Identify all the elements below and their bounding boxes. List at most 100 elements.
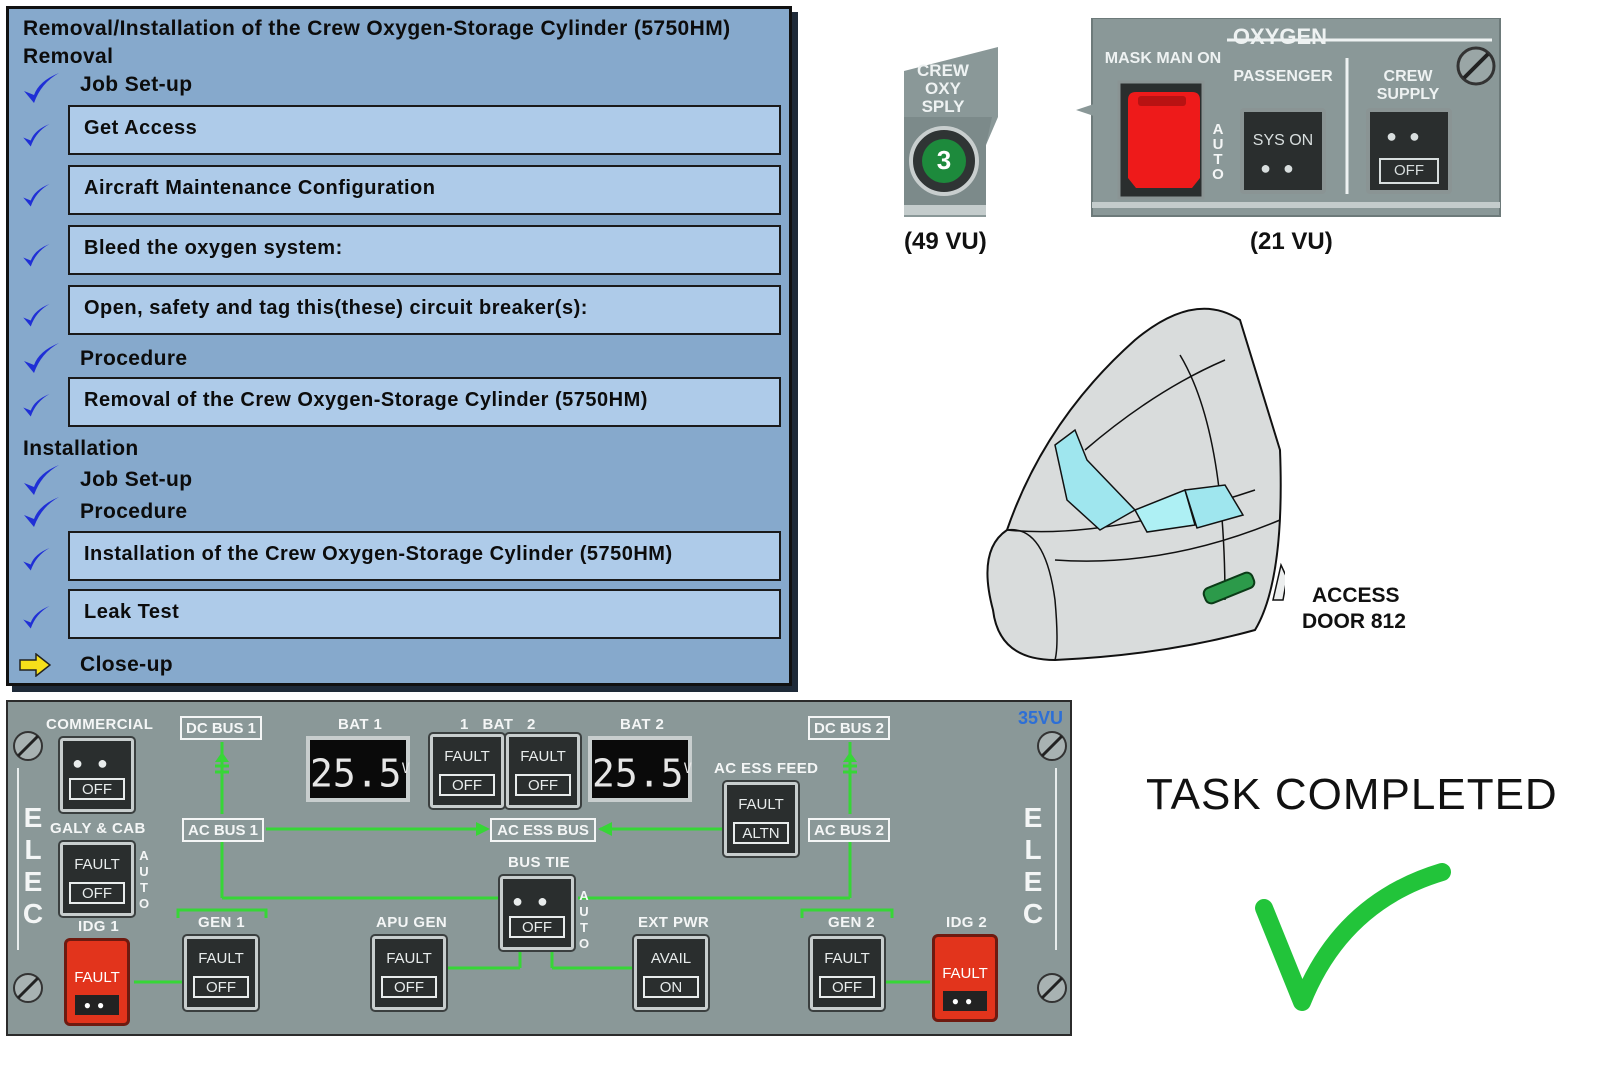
gen2-button[interactable]: FAULT OFF	[810, 936, 884, 1010]
bat1-voltage-value: 25.5	[310, 751, 402, 796]
idg2-label: IDG 2	[946, 914, 988, 931]
check-icon	[23, 244, 50, 267]
commercial-button[interactable]: ●● OFF	[60, 738, 134, 812]
bat2-off-label: OFF	[515, 774, 571, 796]
bat1-voltage-unit: V	[401, 761, 410, 777]
ac-ess-feed-label: AC ESS FEED	[714, 760, 819, 777]
oxygen-title: OXYGEN	[1232, 24, 1328, 49]
galy-cab-button[interactable]: FAULT OFF	[60, 842, 134, 916]
step-leak-test[interactable]: Leak Test	[68, 589, 781, 639]
apu-gen-button[interactable]: FAULT OFF	[372, 936, 446, 1010]
gen1-label: GEN 1	[198, 914, 246, 931]
step-procedure-installation[interactable]: Procedure	[80, 500, 188, 523]
large-check-icon	[1255, 863, 1451, 1011]
check-icon	[23, 394, 50, 417]
access-door-label-2: DOOR 812	[1302, 610, 1406, 633]
step-job-setup-installation[interactable]: Job Set-up	[80, 468, 193, 491]
dc-bus-2-label: DC BUS 2	[808, 716, 890, 740]
bat2-voltage-display: 25.5V	[588, 736, 692, 802]
ext-pwr-button[interactable]: AVAIL ON	[634, 936, 708, 1010]
panel-id-label: 35VU	[1018, 708, 1064, 728]
crew-oxy-gauge-value[interactable]: 3	[936, 145, 952, 175]
task-panel: Removal/Installation of the Crew Oxygen-…	[6, 6, 792, 686]
step-close-up[interactable]: Close-up	[80, 653, 174, 676]
bat-label: 1 BAT 2	[460, 716, 536, 733]
gen1-off-label: OFF	[193, 976, 249, 998]
indicator-dots-icon: ●●	[1260, 158, 1306, 178]
arrow-right-icon	[19, 653, 51, 677]
bat1-button[interactable]: FAULT OFF	[430, 734, 504, 808]
ac-ess-feed-altn-label: ALTN	[733, 822, 789, 844]
crew-supply-button[interactable]: ●● OFF	[1366, 108, 1452, 194]
passenger-sys-on-button[interactable]: SYS ON ●●	[1240, 108, 1326, 194]
idg2-guarded-button[interactable]: FAULT ●●	[932, 934, 998, 1022]
indicator-dots-icon: ●●	[1386, 126, 1432, 146]
ac-ess-bus-label: AC ESS BUS	[490, 818, 596, 842]
check-icon	[24, 465, 59, 495]
access-door-label-1: ACCESS	[1312, 584, 1400, 607]
elec-side-label-right: ELEC	[1022, 802, 1044, 929]
commercial-off-label: OFF	[69, 778, 125, 800]
ext-pwr-on-label: ON	[643, 976, 699, 998]
bat2-voltage-unit: V	[683, 761, 692, 777]
step-open-circuit-breakers[interactable]: Open, safety and tag this(these) circuit…	[68, 285, 781, 335]
apu-gen-off-label: OFF	[381, 976, 437, 998]
bus-tie-label: BUS TIE	[508, 854, 570, 871]
check-icon	[23, 606, 50, 629]
step-job-setup-removal[interactable]: Job Set-up	[80, 73, 193, 96]
mask-auto-label: AUTO	[1212, 121, 1224, 183]
passenger-label: PASSENGER	[1233, 68, 1333, 85]
installation-heading: Installation	[23, 437, 139, 460]
check-icon	[23, 124, 50, 147]
ac-ess-feed-fault-label: FAULT	[738, 796, 784, 813]
step-installation-cylinder[interactable]: Installation of the Crew Oxygen-Storage …	[68, 531, 781, 581]
step-removal-cylinder[interactable]: Removal of the Crew Oxygen-Storage Cylin…	[68, 377, 781, 427]
idg2-fault-label: FAULT	[942, 965, 988, 982]
ac-bus-2-label: AC BUS 2	[808, 818, 890, 842]
crew-oxy-label-2: OXY	[925, 79, 961, 98]
indicator-dots-icon: ●●	[512, 891, 562, 911]
step-aircraft-maintenance-configuration[interactable]: Aircraft Maintenance Configuration	[68, 165, 781, 215]
gen2-fault-label: FAULT	[824, 950, 870, 967]
mask-man-on-switch[interactable]	[1124, 82, 1208, 198]
bus-tie-button[interactable]: ●● OFF	[500, 876, 574, 950]
check-icon	[23, 184, 50, 207]
bat2-button[interactable]: FAULT OFF	[506, 734, 580, 808]
check-icon	[24, 497, 59, 527]
ac-bus-1-label: AC BUS 1	[182, 818, 264, 842]
task-title: Removal/Installation of the Crew Oxygen-…	[23, 17, 731, 40]
crew-oxy-panel	[904, 47, 998, 217]
indicator-dots-icon: ●●	[943, 991, 987, 1011]
apu-gen-fault-label: FAULT	[386, 950, 432, 967]
check-icon	[24, 343, 59, 373]
ext-pwr-label: EXT PWR	[638, 914, 710, 931]
bat2-voltage-value: 25.5	[592, 751, 684, 796]
task-completed-message: TASK COMPLETED	[1146, 770, 1558, 819]
step-get-access[interactable]: Get Access	[68, 105, 781, 155]
bat1-off-label: OFF	[439, 774, 495, 796]
check-icon	[24, 73, 59, 103]
bus-tie-auto-label: AUTO	[578, 888, 590, 951]
idg1-fault-label: FAULT	[74, 969, 120, 986]
passenger-button-label: SYS ON	[1252, 132, 1314, 149]
bat2-label: BAT 2	[620, 716, 665, 733]
commercial-label: COMMERCIAL	[46, 716, 154, 733]
step-procedure-removal[interactable]: Procedure	[80, 347, 188, 370]
ac-ess-feed-button[interactable]: FAULT ALTN	[724, 782, 798, 856]
crew-supply-off-label: OFF	[1379, 158, 1439, 184]
mask-man-on-label: MASK MAN ON	[1104, 50, 1222, 67]
elec-panel: 35VU ELEC ELEC COMMERCIAL ●● OFF GALY & …	[6, 700, 1072, 1036]
indicator-dots-icon: ●●	[72, 753, 122, 773]
crew-label-1: CREW	[1383, 68, 1433, 85]
bat2-fault-label: FAULT	[520, 748, 566, 765]
gen1-button[interactable]: FAULT OFF	[184, 936, 258, 1010]
removal-heading: Removal	[23, 45, 114, 68]
check-icon	[23, 304, 50, 327]
bat1-fault-label: FAULT	[444, 748, 490, 765]
step-bleed-oxygen-system[interactable]: Bleed the oxygen system:	[68, 225, 781, 275]
bus-tie-off-label: OFF	[509, 916, 565, 938]
idg1-guarded-button[interactable]: FAULT ●●	[64, 938, 130, 1026]
gen2-label: GEN 2	[828, 914, 876, 931]
panel-21vu-caption: (21 VU)	[1250, 228, 1333, 255]
crew-oxy-label-1: CREW	[917, 61, 969, 80]
